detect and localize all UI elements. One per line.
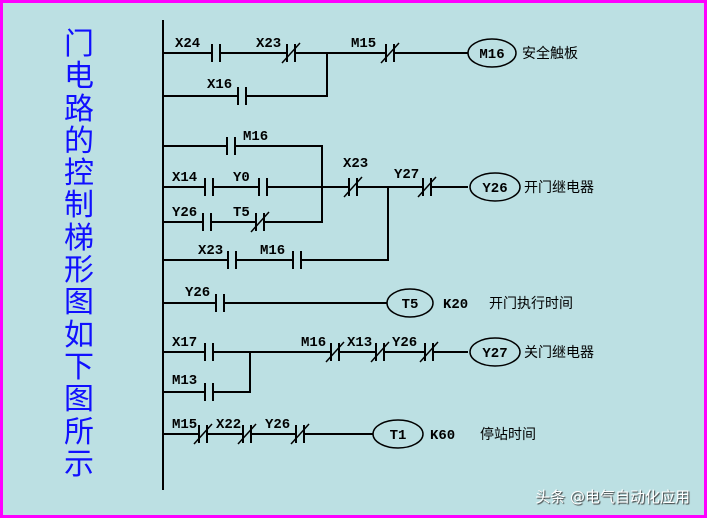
coil-label: Y27 [482,346,507,362]
contact-label: X16 [207,77,232,93]
contact-label: M15 [172,417,197,433]
coil-comment: 开门执行时间 [489,296,573,312]
contact-label: X17 [172,335,197,351]
contact-label: X22 [216,417,241,433]
contact-label: Y26 [172,205,197,221]
no-contact: X16 [207,77,247,105]
nc-contact: Y26 [265,417,310,445]
nc-contact: X13 [347,335,390,363]
no-contact: X14 [172,170,214,196]
contact-label: Y26 [185,285,210,301]
no-contact: M16 [226,129,268,155]
no-contact: Y0 [233,170,268,196]
coil-comment: 安全触板 [522,45,578,62]
nc-contact: M15 [172,417,213,445]
contact-label: X13 [347,335,372,351]
contact-label: M16 [243,129,268,145]
coil-label: T1 [390,428,407,444]
coil: T1 K60 停站时间 [372,419,536,449]
coil: T5 K20 开门执行时间 [386,288,573,318]
contact-label: Y26 [265,417,290,433]
contact-label: X23 [256,36,281,52]
coil-label: Y26 [482,181,507,197]
nc-contact: M15 [351,36,400,64]
no-contact: X24 [175,36,221,62]
no-contact: Y26 [172,205,212,231]
wires [162,20,468,490]
no-contact: X23 [198,243,237,269]
coil-label: T5 [402,297,419,313]
nc-contact: T5 [233,205,270,233]
contact-label: X14 [172,170,197,186]
contact-label: M13 [172,373,197,389]
preset-value: K20 [443,297,468,313]
coil: Y27 关门继电器 [469,337,594,367]
contact-label: Y26 [392,335,417,351]
coil: M16 安全触板 [467,38,578,68]
contact-label: M16 [301,335,326,351]
coil-label: M16 [479,47,504,63]
contact-label: Y0 [233,170,250,186]
contact-label: Y27 [394,167,419,183]
contact-label: T5 [233,205,250,221]
coil-comment: 停站时间 [480,426,536,443]
coil-comment: 关门继电器 [524,345,594,361]
coil: Y26 开门继电器 [469,172,594,202]
no-contact: Y26 [185,285,225,312]
preset-value: K60 [430,428,455,444]
no-contact: X17 [172,335,214,361]
no-contact: M13 [172,373,214,401]
nc-contact: Y27 [394,167,437,198]
coil-comment: 开门继电器 [524,180,594,196]
no-contact: M16 [260,243,302,269]
contact-label: X24 [175,36,200,52]
nc-contact: X22 [216,417,257,445]
contact-label: M16 [260,243,285,259]
nc-contact: M16 [301,335,345,363]
watermark: 头条 @电气自动化应用 [535,488,690,506]
contact-label: X23 [343,156,368,172]
nc-contact: X23 [256,36,301,64]
nc-contact: X23 [343,156,368,198]
nc-contact: Y26 [392,335,439,363]
slide-title: 门电路的控制梯形图如下图所示 [64,27,94,482]
contact-label: X23 [198,243,223,259]
contact-label: M15 [351,36,376,52]
